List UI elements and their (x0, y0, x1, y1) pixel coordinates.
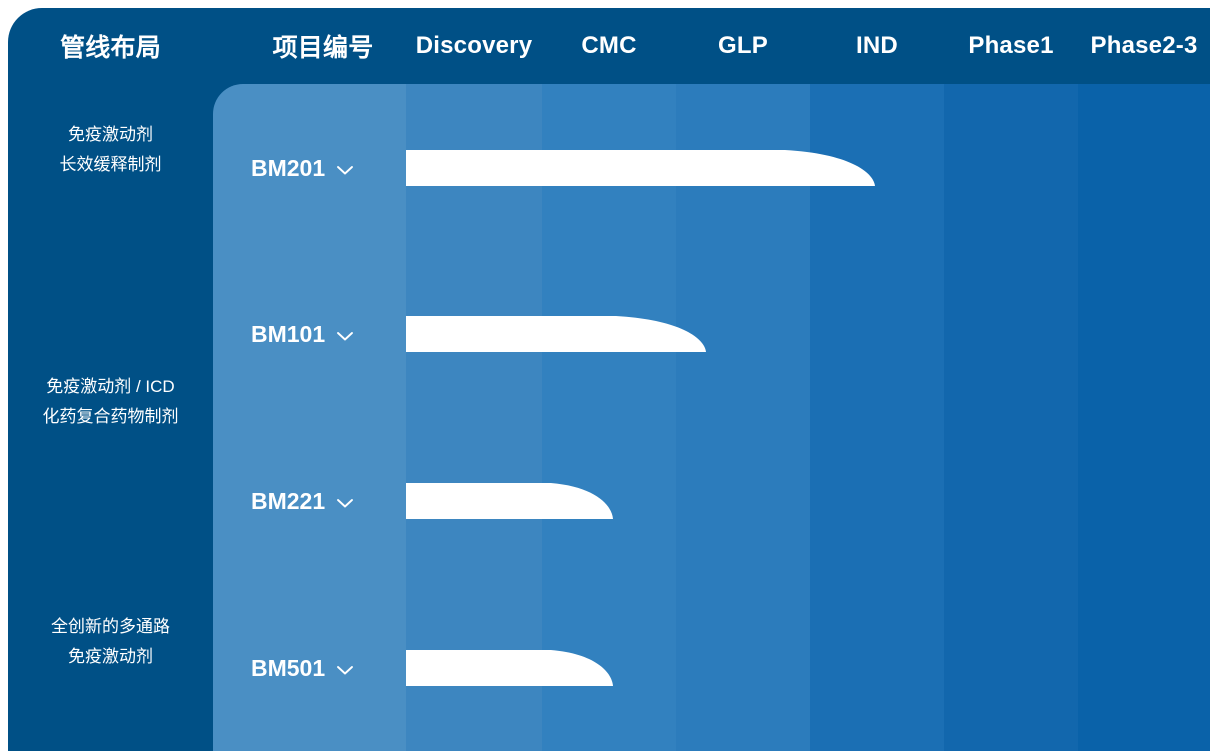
project-code-label: BM501 (251, 654, 326, 681)
progress-bar-bm201 (406, 150, 875, 186)
category-label-line: 免疫激动剂 (68, 647, 153, 666)
project-code-label: BM201 (251, 154, 326, 181)
column-header-ind: IND (856, 32, 898, 59)
project-row: BM501 (213, 645, 1210, 691)
project-row: BM221 (213, 478, 1210, 524)
stage-column-7 (1078, 84, 1210, 751)
category-label-line: 化药复合药物制剂 (42, 407, 179, 426)
column-header-phase1: Phase1 (968, 32, 1054, 59)
project-code-bm101[interactable]: BM101 (251, 311, 356, 357)
project-row: BM101 (213, 311, 1210, 357)
category-label-line: 全创新的多通路 (51, 617, 170, 636)
column-header-cmc: CMC (581, 32, 637, 59)
stage-column-4 (676, 84, 810, 751)
category-label-3: 全创新的多通路免疫激动剂 (8, 612, 213, 672)
chevron-down-icon[interactable] (334, 159, 356, 181)
stage-column-5 (810, 84, 944, 751)
stage-column-1 (213, 84, 406, 751)
column-header-discovery: Discovery (415, 32, 533, 59)
stage-column-2 (406, 84, 542, 751)
project-code-label: BM101 (251, 320, 326, 347)
category-label-1: 免疫激动剂长效缓释制剂 (8, 120, 213, 180)
category-label-line: 免疫激动剂 / ICD (46, 377, 175, 396)
category-label-2: 免疫激动剂 / ICD 化药复合药物制剂 (8, 372, 213, 432)
progress-bar-bm101 (406, 316, 706, 352)
project-code-bm221[interactable]: BM221 (251, 478, 356, 524)
progress-bar-bm221 (406, 483, 613, 519)
progress-bar-bm501 (406, 650, 613, 686)
table-header-row: 管线布局 项目编号 Discovery CMC GLP IND Phase1 Phase2-3 (8, 8, 1210, 84)
stage-column-grid (213, 84, 1210, 751)
project-code-bm201[interactable]: BM201 (251, 145, 356, 191)
chevron-down-icon[interactable] (334, 659, 356, 681)
chevron-down-icon[interactable] (334, 325, 356, 347)
project-row: BM201 (213, 145, 1210, 191)
project-code-bm501[interactable]: BM501 (251, 645, 356, 691)
category-label-line: 长效缓释制剂 (59, 155, 162, 174)
project-code-label: BM221 (251, 487, 326, 514)
stage-column-3 (542, 84, 676, 751)
stage-column-6 (944, 84, 1078, 751)
column-header-pipeline-layout: 管线布局 (60, 34, 161, 62)
category-label-line: 免疫激动剂 (68, 125, 153, 144)
column-header-project-code: 项目编号 (272, 34, 374, 62)
chevron-down-icon[interactable] (334, 492, 356, 514)
column-header-phase2-3: Phase2-3 (1090, 32, 1198, 59)
column-header-glp: GLP (718, 32, 768, 59)
